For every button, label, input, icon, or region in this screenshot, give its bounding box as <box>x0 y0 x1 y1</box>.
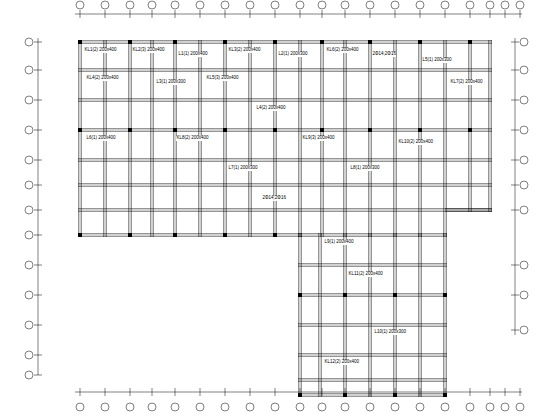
beam-label: L8(1) 200x300 <box>350 166 380 171</box>
beam-label: L9(1) 200x400 <box>324 240 354 245</box>
beam-label: L6(1) 200x400 <box>86 136 116 141</box>
beam-label: KL2(3) 200x400 <box>132 48 165 53</box>
beam-label: L10(1) 200x300 <box>374 330 407 335</box>
beam-label: L2(1) 200x300 <box>278 52 308 57</box>
beam-label: L1(1) 200x400 <box>178 52 208 57</box>
beam-label: L4(2) 200x400 <box>256 106 286 111</box>
beam-label: KL8(2) 200x400 <box>176 136 209 141</box>
beam-label: KL9(3) 200x400 <box>302 136 335 141</box>
beam-label: KL3(2) 200x400 <box>228 48 261 53</box>
beam-label: KL12(2) 200x400 <box>324 360 360 365</box>
beam-label: 2Φ14;2Φ16 <box>262 196 286 201</box>
beam-label: 2Φ14;2Φ16 <box>372 52 396 57</box>
beam-label: KL11(2) 200x400 <box>348 272 383 277</box>
beam-label: KL7(2) 200x400 <box>450 80 483 85</box>
beam-label: L5(1) 200x300 <box>422 58 452 63</box>
beam-label: KL4(2) 200x400 <box>86 76 119 81</box>
beam-label: KL10(2) 200x400 <box>398 140 434 145</box>
beam-label: L7(1) 200x300 <box>228 166 258 171</box>
beam-label: L3(1) 200x300 <box>156 80 186 85</box>
beam-label: KL6(2) 200x400 <box>326 48 359 53</box>
beam-label: KL1(2) 200x400 <box>84 48 117 53</box>
beam-label: KL5(3) 200x400 <box>206 76 239 81</box>
